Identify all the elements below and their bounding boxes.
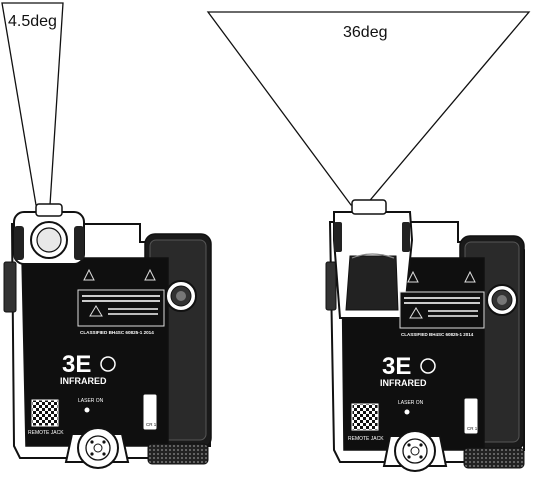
right-device: 36deg CLASSIFIED BH4SC 60825-1 2014 xyxy=(206,11,531,472)
right-battery-cap xyxy=(463,447,525,469)
right-cr-tag xyxy=(463,397,479,435)
left-laser-on-led xyxy=(84,407,90,413)
left-qr-code xyxy=(31,399,59,427)
right-laser-on-label: LASER ON xyxy=(398,400,424,406)
left-laser-warning-icon xyxy=(89,305,103,317)
left-rotary-switch xyxy=(64,427,130,469)
left-laser-on-label: LASER ON xyxy=(78,398,104,404)
left-warning-icon-b xyxy=(144,268,156,281)
left-warning-icon-a xyxy=(83,268,95,281)
right-emitter-head xyxy=(333,199,414,319)
right-warning-icon-b xyxy=(464,270,476,283)
right-laser-on-led xyxy=(404,409,410,415)
left-logo-atom-icon xyxy=(100,356,116,372)
left-beam-cone xyxy=(1,2,64,206)
left-side-knob xyxy=(165,280,197,312)
right-rotary-switch xyxy=(382,430,448,472)
left-classified-text: CLASSIFIED BH4SC 60825-1 2014 xyxy=(80,330,154,335)
right-qr-code xyxy=(351,403,379,431)
left-device: 4.5deg CLASSIFIED BH4SC 60825-1 2014 xyxy=(1,2,212,469)
left-logo-mark: 3E xyxy=(62,351,91,378)
right-beam-label: 36deg xyxy=(343,24,388,41)
right-logo-text: INFRARED xyxy=(380,378,427,388)
right-remote-jack-label: REMOTE JACK xyxy=(348,436,384,442)
right-logo-mark: 3E xyxy=(382,353,411,380)
left-beam-label: 4.5deg xyxy=(8,13,57,30)
right-laser-warning-icon xyxy=(409,307,423,319)
right-side-knob xyxy=(486,284,518,316)
right-logo-atom-icon xyxy=(420,358,436,374)
right-classified-text: CLASSIFIED BH4SC 60825-1 2014 xyxy=(401,332,474,337)
left-logo-text: INFRARED xyxy=(60,376,107,386)
left-battery-cap xyxy=(147,443,209,465)
left-cr-tag-text: CR 123 xyxy=(146,422,162,427)
right-cr-tag-text: CR 123 xyxy=(467,426,483,431)
left-cr-tag xyxy=(142,393,158,431)
left-remote-jack-label: REMOTE JACK xyxy=(28,430,64,436)
right-warning-icon-a xyxy=(407,270,419,283)
left-emitter-head xyxy=(13,203,85,265)
